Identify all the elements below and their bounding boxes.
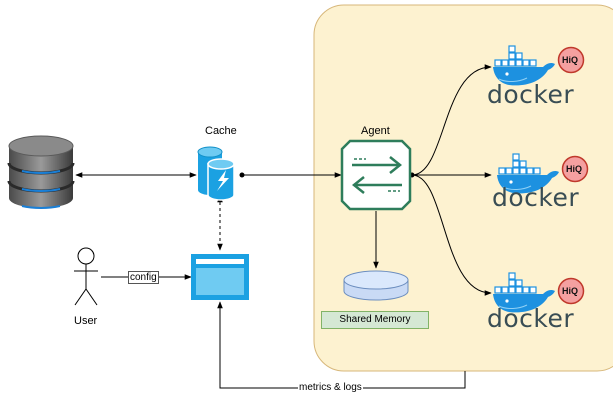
edge-cache-agent-source-dot [239,172,245,178]
config-edge-label: config [128,271,159,284]
metrics-logs-edge-label: metrics & logs [298,382,363,393]
hiq-badge-2-text: HiQ [566,164,583,174]
user-label: User [74,315,98,327]
hiq-badge-3-text: HiQ [562,286,579,296]
hiq-badge-icon [557,277,585,305]
docker-3-wordmark: docker [487,304,575,333]
docker-whale-icon [497,153,559,194]
cache-label: Cache [205,125,237,137]
browser-window-icon [191,254,249,300]
edge-agent-docker-1 [411,64,492,176]
exchange-arrows-icon [340,139,412,211]
cylinder-disk-icon [343,270,409,301]
database-server-icon [7,135,75,209]
edge-agent-docker-3 [411,174,492,296]
docker-whale-icon [493,272,555,313]
stick-figure-user-icon [74,247,98,306]
hiq-badge-1-text: HiQ [562,55,579,65]
docker-whale-icon [493,45,555,86]
docker-2-wordmark: docker [492,183,580,212]
cache-cylinders-icon [197,146,235,201]
agent-label: Agent [361,125,390,137]
docker-1-wordmark: docker [487,80,575,109]
hiq-badge-icon [561,155,589,183]
shared-memory-label: Shared Memory [321,311,429,329]
hiq-badge-icon [557,46,585,74]
